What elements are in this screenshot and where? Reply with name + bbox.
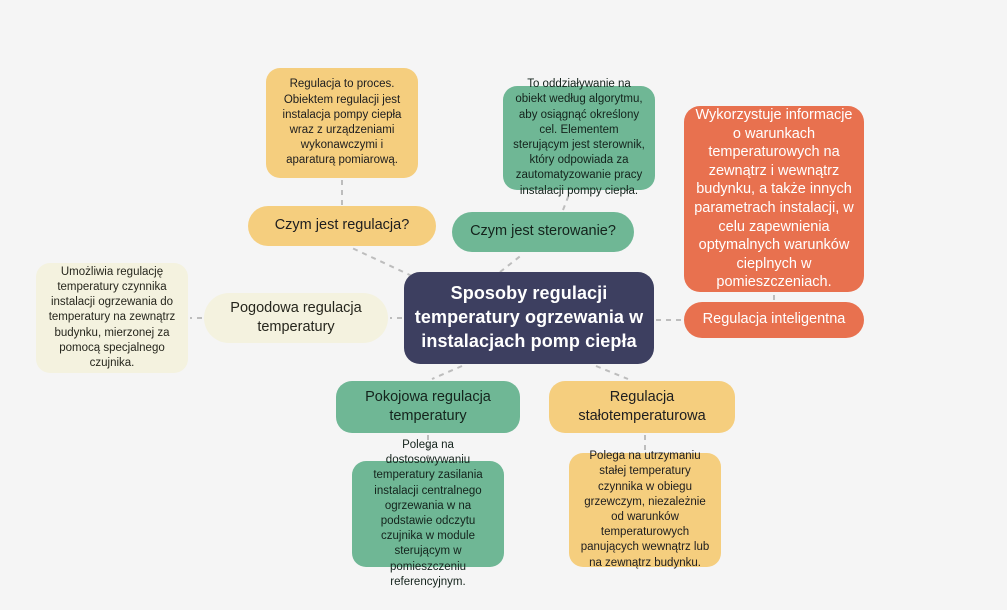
node-pokojowa-label-text: Pokojowa regulacja temperatury <box>365 388 491 424</box>
central-topic-label: Sposoby regulacji temperatury ogrzewania… <box>414 283 644 351</box>
node-pogodowa-description[interactable]: Umożliwia regulację temperatury czynnika… <box>36 263 188 373</box>
node-pokojowa-description-text: Polega na dostosowywaniu temperatury zas… <box>373 439 483 588</box>
node-sterowanie-description[interactable]: To oddziaływanie na obiekt według algory… <box>503 78 655 197</box>
node-regulacja-description[interactable]: Regulacja to proces. Obiektem regulacji … <box>266 68 418 178</box>
node-pogodowa-label[interactable]: Pogodowa regulacja temperatury <box>204 293 388 343</box>
node-inteligentna-label-text: Regulacja inteligentna <box>702 311 846 328</box>
edge-center-sterowanie <box>499 253 524 273</box>
node-regulacja-label-text: Czym jest regulacja? <box>274 217 410 234</box>
node-sterowanie-label[interactable]: Czym jest sterowanie? <box>452 212 634 252</box>
node-inteligentna-description[interactable]: Wykorzystuje informacje o warunkach temp… <box>684 106 864 292</box>
node-pogodowa-description-text: Umożliwia regulację temperatury czynnika… <box>48 265 176 369</box>
node-stalotemperaturowa-label-text: Regulacja stałotemperaturowa <box>578 388 706 424</box>
node-stalotemperaturowa-label[interactable]: Regulacja stałotemperaturowa <box>549 381 735 433</box>
node-inteligentna-label[interactable]: Regulacja inteligentna <box>684 302 864 338</box>
node-pokojowa-description[interactable]: Polega na dostosowywaniu temperatury zas… <box>352 439 504 588</box>
edge-center-stalotemperaturowa <box>595 365 629 380</box>
node-sterowanie-label-text: Czym jest sterowanie? <box>470 223 616 240</box>
edge-center-regulacja <box>351 247 413 277</box>
node-regulacja-label[interactable]: Czym jest regulacja? <box>248 206 436 246</box>
node-inteligentna-description-text: Wykorzystuje informacje o warunkach temp… <box>694 107 854 291</box>
node-pogodowa-label-text: Pogodowa regulacja temperatury <box>230 299 362 335</box>
node-stalotemperaturowa-description[interactable]: Polega na utrzymaniu stałej temperatury … <box>569 450 721 569</box>
node-regulacja-description-text: Regulacja to proces. Obiektem regulacji … <box>282 78 402 167</box>
node-pokojowa-label[interactable]: Pokojowa regulacja temperatury <box>336 381 520 433</box>
edge-center-pokojowa <box>431 365 463 380</box>
node-sterowanie-description-text: To oddziaływanie na obiekt według algory… <box>513 78 645 197</box>
node-stalotemperaturowa-description-text: Polega na utrzymaniu stałej temperatury … <box>580 450 710 569</box>
central-topic-node[interactable]: Sposoby regulacji temperatury ogrzewania… <box>404 272 654 364</box>
